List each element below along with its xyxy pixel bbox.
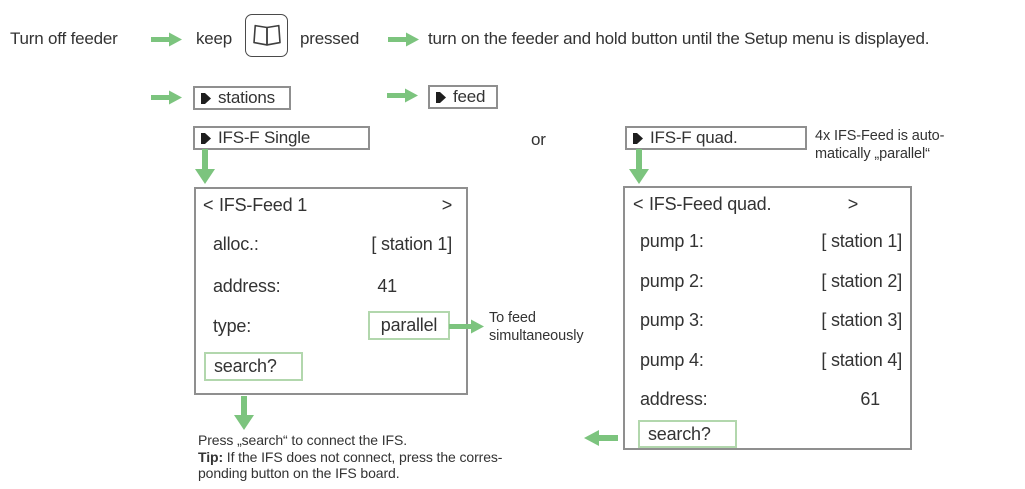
panel2-row-label: pump 4: [640, 350, 704, 370]
panel2-row-value: 61 [860, 389, 880, 409]
panel-ifs-feed-1: < IFS-Feed 1 > alloc.: [ station 1] addr… [194, 187, 468, 395]
tip-text: If the IFS does not connect, press the c… [223, 448, 503, 465]
menu-box-ifs-f-single: IFS-F Single [193, 126, 370, 150]
arrow-down-icon [629, 149, 649, 184]
press-search-note: Press „search“ to connect the IFS. Tip: … [198, 432, 502, 482]
panel2-nav-right: > [847, 194, 859, 214]
panel2-row-value: [ station 4] [821, 350, 902, 370]
menu-cursor-icon [633, 132, 643, 144]
or-label: or [531, 130, 546, 149]
arrow-down-icon [195, 149, 215, 184]
menu-box-ifs-f-quad: IFS-F quad. [625, 126, 807, 150]
to-feed-line1: To feed [489, 310, 536, 326]
menu-ifs-f-quad-label: IFS-F quad. [650, 128, 738, 147]
arrow-right-icon [449, 319, 484, 334]
arrow-left-icon [584, 430, 618, 446]
quad-note-line1: 4x IFS-Feed is auto- [815, 128, 945, 144]
panel1-search-label: search? [214, 356, 277, 376]
panel1-row-label: address: [213, 276, 281, 296]
menu-box-feed: feed [428, 85, 498, 109]
panel1-row-label: alloc.: [213, 234, 259, 254]
tip-label: Tip: [198, 448, 224, 465]
arrow-right-icon [151, 90, 182, 105]
open-book-icon [252, 24, 281, 46]
step-turn-on-feeder: turn on the feeder and hold button until… [428, 29, 930, 48]
arrow-right-icon [388, 32, 419, 47]
feed-button-icon [245, 14, 288, 57]
menu-cursor-icon [201, 92, 211, 104]
panel1-row-value: 41 [377, 276, 397, 296]
panel2-title: IFS-Feed quad. [649, 194, 772, 214]
menu-stations-label: stations [218, 88, 275, 107]
quad-note-line2: matically „parallel“ [815, 145, 930, 162]
panel1-row-label: type: [213, 316, 252, 336]
panel1-type-value: parallel [380, 315, 438, 335]
panel2-row-label: pump 2: [640, 271, 704, 291]
panel2-row-label: pump 3: [640, 310, 704, 330]
arrow-right-icon [151, 32, 182, 47]
tip-line2: ponding button on the IFS board. [198, 465, 400, 481]
panel2-row-value: [ station 2] [821, 271, 902, 291]
parallel-value-box: parallel [368, 311, 450, 340]
pressed-label: pressed [300, 29, 360, 48]
menu-feed-label: feed [453, 87, 486, 106]
quad-note: 4x IFS-Feed is auto- matically „parallel… [815, 128, 944, 163]
panel2-row-value: [ station 1] [821, 231, 902, 251]
panel1-nav-right: > [441, 195, 453, 215]
panel1-title: IFS-Feed 1 [219, 195, 308, 215]
panel2-row-value: [ station 3] [821, 310, 902, 330]
panel2-search-label: search? [648, 423, 711, 444]
press-search-line: Press „search“ to connect the IFS. [198, 432, 408, 448]
panel1-row-value: [ station 1] [371, 234, 452, 254]
to-feed-line2: simultaneously [489, 327, 584, 344]
to-feed-note: To feed simultaneously [489, 310, 584, 345]
step-turn-off-feeder: Turn off feeder [10, 29, 118, 48]
menu-cursor-icon [201, 132, 211, 144]
arrow-down-icon [234, 396, 254, 430]
keep-label: keep [196, 29, 233, 48]
tip-line: Tip: If the IFS does not connect, press … [198, 449, 502, 466]
menu-box-stations: stations [193, 86, 291, 110]
panel-ifs-feed-quad: < IFS-Feed quad. > pump 1: [ station 1] … [623, 186, 912, 450]
menu-ifs-f-single-label: IFS-F Single [218, 128, 311, 147]
menu-cursor-icon [436, 91, 446, 103]
panel2-row-label: address: [640, 389, 708, 409]
panel2-row-label: pump 1: [640, 231, 704, 251]
search-button: search? [204, 352, 303, 381]
arrow-right-icon [387, 88, 418, 103]
panel1-nav-left: < [203, 195, 214, 215]
search-button: search? [638, 420, 737, 448]
panel2-nav-left: < [633, 194, 644, 214]
